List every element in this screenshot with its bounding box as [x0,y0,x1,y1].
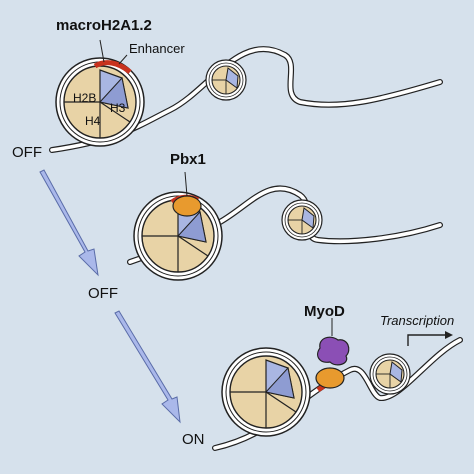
state-label-1: OFF [12,144,42,161]
h3-label: H3 [110,101,126,115]
myod-label: MyoD [304,303,345,320]
small-nucleosome-3 [369,353,411,395]
enhancer-pointer [118,54,128,65]
panel1-dna [49,46,443,153]
pbx1-protein [172,195,202,217]
small-nucleosome-1 [205,59,247,101]
transition-arrow-1 [39,169,99,277]
macroh2a-pointer [99,39,105,63]
transcription-label: Transcription [380,313,455,328]
nucleosome-1 [55,57,145,147]
small-nucleosome-2 [281,199,323,241]
pbx1-protein-3 [315,367,345,389]
nucleosome-3 [221,347,311,437]
h4-label: H4 [85,114,101,128]
state-label-3: ON [182,431,205,448]
transcription-arrow [407,334,445,346]
enhancer-label: Enhancer [129,41,185,56]
enhancer-region-1 [93,60,132,74]
h2b-label: H2B [73,91,97,105]
pbx1-label: Pbx1 [170,151,206,168]
macroh2a-label: macroH2A1.2 [56,17,152,34]
state-label-2: OFF [88,285,118,302]
myod-protein [317,336,350,366]
pbx1-pointer [184,171,188,197]
transition-arrow-2 [114,310,181,424]
transcription-arrowhead [445,331,453,339]
